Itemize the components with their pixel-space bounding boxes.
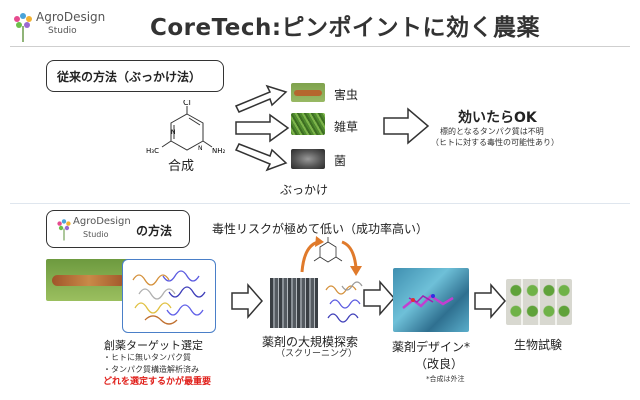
header-divider <box>10 46 630 47</box>
our-logo-name: AgroDesign <box>73 216 131 227</box>
svg-text:N: N <box>198 145 203 152</box>
step3-subtitle: （改良） <box>415 357 464 371</box>
step1-title: 創薬ターゲット選定 <box>104 339 203 352</box>
step1-emphasis: どれを選定するかが最重要 <box>103 377 212 387</box>
our-method-label: AgroDesign Studio の方法 <box>46 210 190 248</box>
header-logo: AgroDesign Studio <box>8 6 118 46</box>
screening-library-image <box>270 278 318 328</box>
step1-bullet-structure-solved: ・タンパク質構造解析済み <box>103 365 199 374</box>
arrow-down-right-icon <box>234 143 288 172</box>
pest-caterpillar-photo <box>291 83 325 102</box>
result-note-unknown-protein: 標的となるタンパク質は不明 <box>440 127 544 136</box>
protein-structure-image <box>132 270 206 325</box>
target-weed-label: 雑草 <box>334 120 359 134</box>
drug-design-render <box>393 268 469 332</box>
step3-note: *合成は外注 <box>426 375 465 383</box>
bio-test-plant-tray-photo <box>506 279 572 325</box>
arrow-right-icon <box>235 113 290 143</box>
conventional-method-label: 従来の方法（ぶっかけ法） <box>46 60 224 92</box>
arrow-up-right-icon <box>234 84 288 113</box>
screening-protein-image <box>322 278 366 328</box>
target-pest-label: 害虫 <box>334 88 359 102</box>
atom-h3c: H₃C <box>146 147 159 155</box>
loop-arrow-right-icon <box>341 240 358 269</box>
logo-flower-icon <box>14 13 32 42</box>
spray-arrows <box>234 84 290 172</box>
step2-subtitle: （スクリーニング） <box>276 349 358 359</box>
logo-name: AgroDesign <box>36 10 106 24</box>
result-note-toxicity: （ヒトに対する毒性の可能性あり） <box>431 138 559 147</box>
logo-sub: Studio <box>48 26 77 36</box>
atom-nh2: NH₂ <box>212 147 226 155</box>
step2-title: 薬剤の大規模探索 <box>262 335 359 349</box>
fungus-photo <box>291 149 325 169</box>
conventional-method-title: 従来の方法（ぶっかけ法） <box>57 70 202 84</box>
synthesis-caption: 合成 <box>168 159 195 174</box>
target-pest-photo <box>46 259 132 301</box>
section-divider <box>10 203 630 204</box>
target-protein-panel <box>122 259 216 333</box>
spray-caption: ぶっかけ <box>280 183 329 197</box>
atom-cl: Cl <box>183 100 191 107</box>
svg-text:N: N <box>171 129 176 136</box>
step-arrow-3-icon <box>474 283 506 319</box>
target-fungus-label: 菌 <box>334 154 347 168</box>
candidate-molecule-loop <box>300 236 362 276</box>
pyrimidine-molecule-diagram: Cl H₃C NH₂ N N <box>146 100 226 155</box>
result-title: 効いたらOK <box>458 110 537 126</box>
page-title: CoreTech:ピンポイントに効く農薬 <box>150 15 541 41</box>
result-arrow-icon <box>383 107 430 145</box>
step4-title: 生物試験 <box>514 338 563 352</box>
weed-photo <box>291 113 325 135</box>
our-logo-flower-icon <box>57 219 71 241</box>
step-arrow-2-icon <box>363 280 395 316</box>
low-toxicity-tagline: 毒性リスクが極めて低い（成功率高い） <box>212 222 429 236</box>
our-logo-sub: Studio <box>83 230 109 239</box>
our-method-title: の方法 <box>136 224 173 238</box>
step3-title: 薬剤デザイン* <box>392 340 471 354</box>
step-arrow-1-icon <box>231 283 263 319</box>
step1-bullet-no-human-protein: ・ヒトに無いタンパク質 <box>103 353 191 362</box>
